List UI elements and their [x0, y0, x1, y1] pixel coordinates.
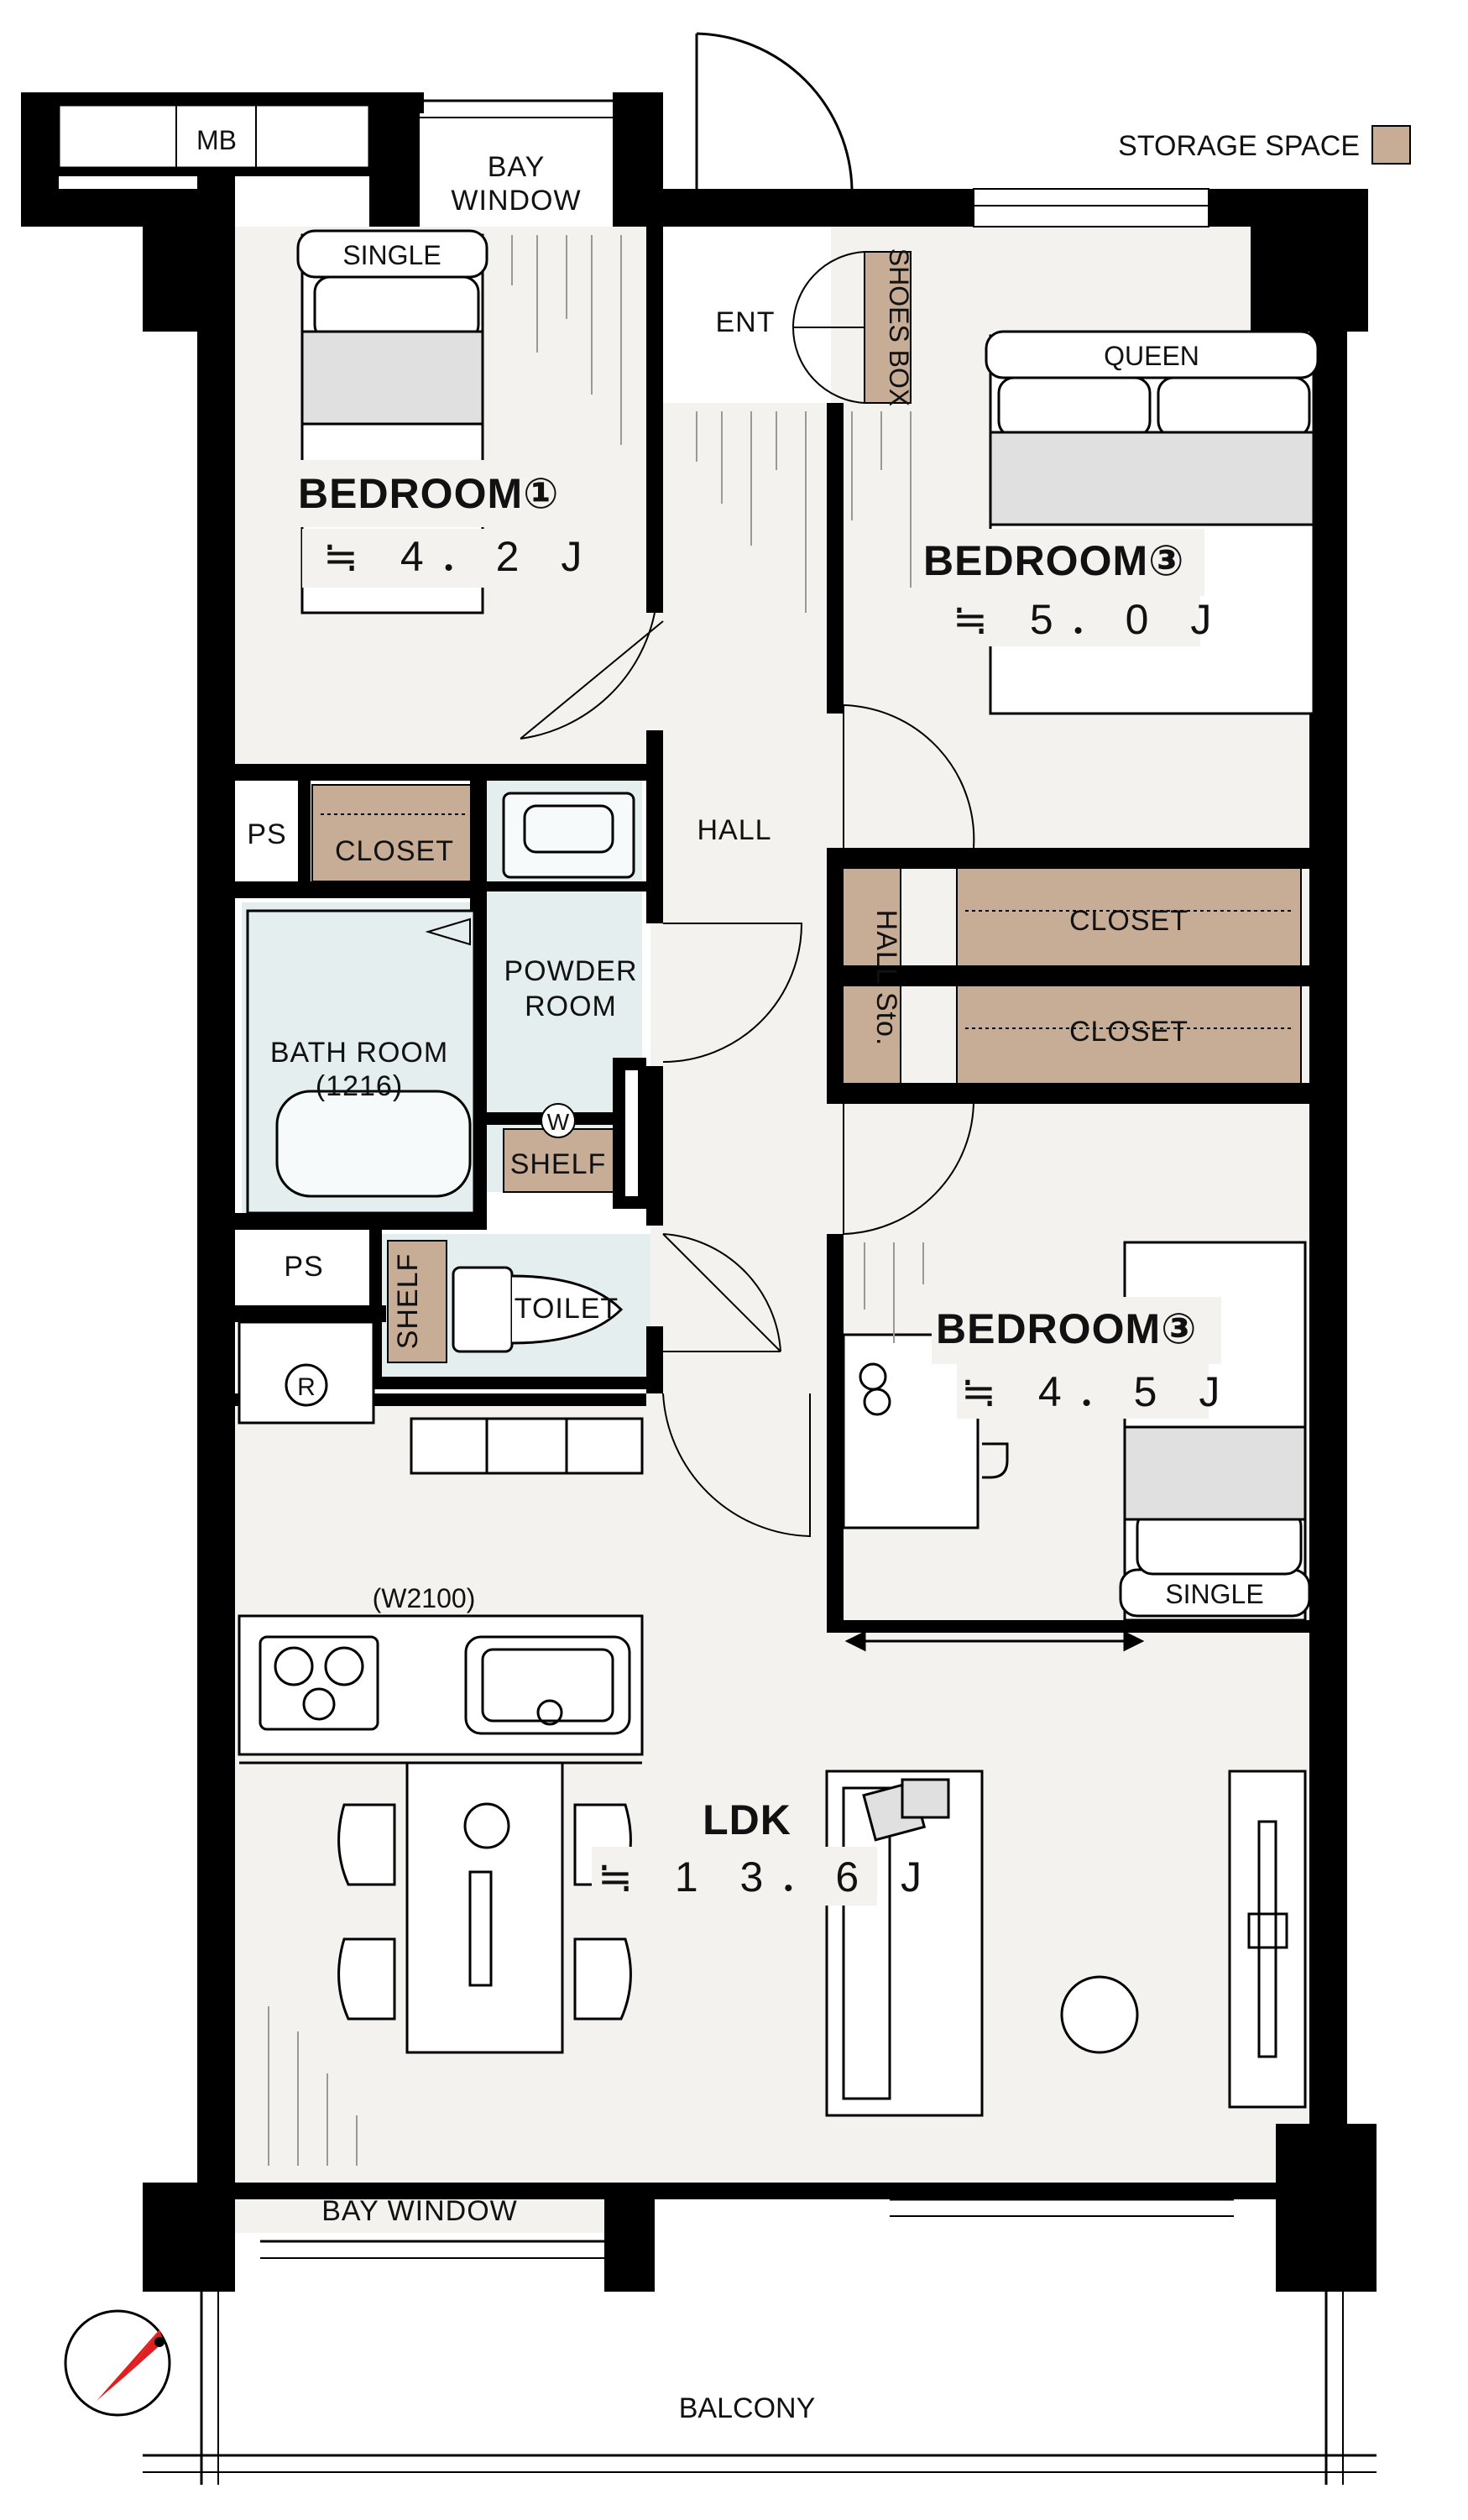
- bay-window-top-label: BAY: [488, 151, 546, 183]
- mb-label: MB: [196, 125, 237, 155]
- queen-bed-label: QUEEN: [1104, 341, 1199, 371]
- shoes-box-doors: [791, 251, 865, 404]
- storage-legend-label: STORAGE SPACE: [1118, 130, 1360, 162]
- sliding-door-marks: [844, 1630, 1145, 1652]
- shelf-powder-label: SHELF: [510, 1148, 607, 1180]
- closet-right-1-label: CLOSET: [1069, 905, 1189, 937]
- single-bed-1-label: SINGLE: [342, 240, 441, 270]
- ps-upper-label: PS: [247, 818, 286, 850]
- bedroom3b-area-bg: [957, 1360, 1209, 1419]
- kitchen-width-label: (W2100): [373, 1583, 476, 1613]
- shoes-box-label: SHOES BOX: [884, 248, 914, 407]
- bedroom1-area-bg: [302, 529, 554, 588]
- storage-spaces: [311, 251, 1302, 1363]
- bath-room-label: BATH ROOM: [270, 1037, 448, 1069]
- bedroom1-name: BEDROOM①: [298, 470, 559, 517]
- hall-storage-label: HALL Sto.: [870, 910, 902, 1047]
- doors: [520, 32, 975, 1538]
- closet-right-2-label: CLOSET: [1069, 1016, 1189, 1048]
- storage-legend-swatch: [1371, 125, 1411, 165]
- light-hatching: [268, 235, 924, 2166]
- bedroom3a-label-bg: [919, 529, 1204, 596]
- compass-icon: [64, 2309, 171, 2417]
- bed-queen: [985, 330, 1319, 715]
- toilet-label: TOILET: [515, 1293, 619, 1325]
- single-bed-2-label: SINGLE: [1165, 1579, 1263, 1609]
- bedroom1-area: ≒ 4．2 J: [323, 533, 597, 580]
- shelf-toilet-label: SHELF: [392, 1253, 424, 1350]
- ps-lower-label: PS: [284, 1251, 323, 1283]
- mb-box: [57, 103, 371, 170]
- bedroom1-label-bg: [295, 460, 572, 527]
- bedroom3b-area: ≒ 4．5 J: [961, 1368, 1235, 1415]
- bay-window-bottom-label: BAY WINDOW: [321, 2195, 518, 2227]
- ldk-area: ≒ 1 3．6 J: [598, 1853, 937, 1900]
- desk: [842, 1333, 1009, 1529]
- labels: STORAGE SPACE MB BAY WINDOW SINGLE BEDRO…: [196, 125, 1360, 2424]
- ldk-area-bg: [592, 1847, 877, 1906]
- balcony-label: BALCONY: [679, 2392, 816, 2424]
- walls: [21, 92, 1377, 2292]
- living-furniture: [825, 1770, 1307, 2117]
- balcony-area: [143, 2292, 1377, 2485]
- bedroom3b-label-bg: [932, 1297, 1221, 1364]
- bedroom3a-name: BEDROOM③: [923, 537, 1184, 584]
- washer-label: W: [547, 1109, 570, 1135]
- powder-room-label-2: ROOM: [525, 991, 617, 1022]
- hall-label: HALL: [697, 814, 771, 846]
- ent-label: ENT: [716, 306, 776, 338]
- kitchen-fixtures: [238, 1320, 644, 1765]
- bath-fixtures: [246, 792, 635, 1353]
- bath-size-label: (1216): [316, 1070, 403, 1102]
- dining-set: [337, 1761, 632, 2054]
- refrigerator-label: R: [297, 1373, 316, 1401]
- powder-room-label-1: POWDER: [504, 955, 638, 987]
- bedroom3a-area: ≒ 5．0 J: [953, 596, 1226, 643]
- bedroom3b-name: BEDROOM③: [936, 1305, 1197, 1352]
- bedroom3a-area-bg: [948, 588, 1200, 646]
- washer-icon: [541, 1103, 576, 1138]
- bay-window-top-label-2: WINDOW: [451, 185, 581, 217]
- closet-bedroom1-label: CLOSET: [335, 835, 454, 867]
- ldk-name: LDK: [703, 1796, 791, 1843]
